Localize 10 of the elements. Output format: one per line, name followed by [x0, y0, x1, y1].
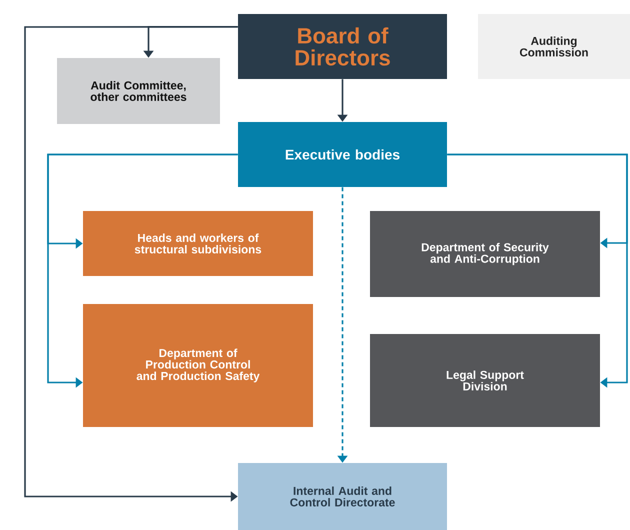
committee-box: Audit Committee, other committees: [57, 58, 220, 124]
department-box: Department of Security and Anti-Corruption: [370, 211, 600, 297]
arrow: [447, 154, 628, 388]
directorate-box: Internal Audit and Control Directorate: [238, 463, 447, 530]
board-box: Board of Directors: [238, 14, 447, 79]
executive-box: Executive bodies: [238, 122, 447, 187]
department-box: Heads and workers of structural subdivisions: [83, 211, 313, 276]
department-box: Department of Production Control and Production Safety: [83, 304, 313, 427]
commission-box: Auditing Commission: [478, 14, 630, 79]
division-box: Legal Support Division: [370, 334, 600, 427]
